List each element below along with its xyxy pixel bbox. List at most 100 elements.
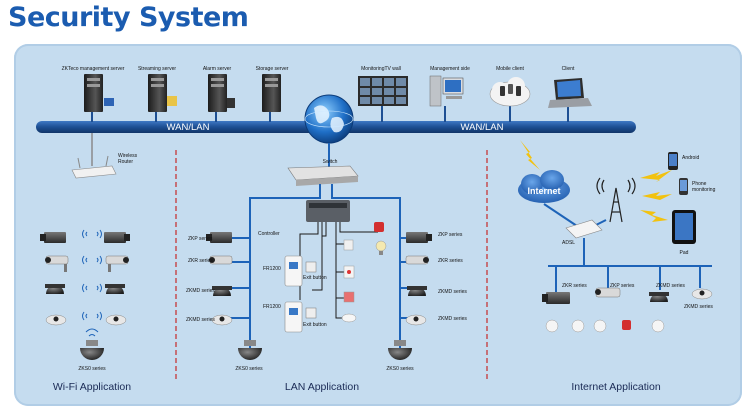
section-title-wifi: Wi-Fi Application [52,381,132,393]
label-alarm-server: Alarm server [202,66,232,72]
server-icon [262,74,281,122]
alarm-sensor-icon [545,319,559,333]
label-lan-dome-right: ZKS0 series [386,366,414,372]
adsl-modem-icon [543,203,607,239]
label-fr1200-b: FR1200 [263,304,281,310]
network-switch-icon [287,165,359,186]
bullet-camera-icon [209,255,233,265]
dome-camera-icon [407,286,427,296]
label-exit-button-b: Exit button [303,322,327,328]
wireless-router-icon [71,155,117,179]
speed-dome-camera-icon [388,340,412,360]
label-lan-left-series: ZKMD series [186,317,215,323]
tablet-pad-icon [672,210,696,244]
label-zkteco-server: ZKTeco management server [61,66,125,72]
alarm-sensor-icon [593,319,607,333]
label-monitoring-wall: MonitoringTV wall [361,66,401,72]
internet-wiring [548,238,712,292]
speed-dome-camera-icon [80,340,104,360]
box-camera-icon [542,292,570,304]
mini-dome-camera-icon [105,314,127,326]
label-lan-left-series: ZKR series [188,258,213,264]
box-camera-icon [206,232,232,243]
dome-camera-icon [45,284,65,294]
panic-button-icon [343,291,355,303]
label-mobile-client: Mobile client [496,66,524,72]
speed-dome-camera-icon [238,340,262,360]
android-phone-icon [668,152,678,170]
backbone-label-left: WAN/LAN [166,122,210,133]
sensor-icon [343,239,354,251]
monitoring-tv-wall-icon [358,76,408,122]
alarm-sensor-icon [651,319,665,333]
siren-icon [374,222,384,232]
lan-wiring [222,184,420,350]
server-icon [148,74,177,122]
dome-camera-icon [212,286,232,296]
label-internet-series: ZKMD series [684,304,713,310]
alarm-sensor-icon [571,319,585,333]
label-lan-right-series: ZKMD series [438,316,467,322]
label-pad: Pad [679,250,689,256]
bullet-camera-icon [45,255,69,272]
label-lan-right-series: ZKR series [438,258,463,264]
label-exit-button-a: Exit button [303,275,327,281]
label-internet-series: ZKP series [610,283,635,289]
label-lan-dome-left: ZKS0 series [235,366,263,372]
label-fr1200-a: FR1200 [263,266,281,272]
label-lan-right-series: ZKMD series [438,289,467,295]
label-wifi-dome: ZKS0 series [78,366,106,372]
globe-icon [304,94,354,144]
exit-button-icon [305,307,317,319]
wifi-signal-icon [82,229,102,337]
alarm-detector-icon [343,265,355,279]
label-internet-series: ZKMD series [656,283,685,289]
label-switch: Switch [322,159,338,165]
internet-cloud-icon [518,170,570,203]
desktop-pc-icon [429,75,464,122]
bullet-camera-icon [405,255,429,265]
label-internet-cloud: Internet [527,186,561,196]
exit-button-icon [305,261,317,273]
label-controller: Controller [258,231,280,237]
bullet-camera-icon [105,255,129,272]
fingerprint-reader-icon [284,255,303,287]
dome-camera-icon [105,284,125,294]
box-camera-icon [40,232,66,243]
label-adsl: ADSL [562,240,576,246]
server-icon [208,74,235,122]
label-client: Client [561,66,575,72]
page-title: Security System [8,2,249,33]
section-title-lan: LAN Application [284,381,360,393]
lightning-bolt-icon [520,140,672,222]
box-camera-icon [104,232,130,243]
section-title-internet: Internet Application [571,381,661,393]
mobile-phone-icon [679,178,688,195]
access-controller-icon [306,200,350,222]
label-phone-monitoring: Phone monitoring [692,181,716,193]
label-management-side: Management side [430,66,470,72]
mini-dome-camera-icon [211,314,233,326]
label-lan-right-series: ZKP series [438,232,463,238]
server-icon [84,74,114,122]
cell-tower-icon [596,177,636,223]
label-lan-left-series: ZKMD series [186,288,215,294]
mini-dome-camera-icon [405,314,427,326]
box-camera-icon [406,232,432,243]
bullet-camera-icon [595,287,621,298]
backbone-label-right: WAN/LAN [460,122,504,133]
mobile-client-cloud-icon [489,77,531,122]
laptop-icon [548,78,592,122]
label-storage-server: Storage server [255,66,289,72]
mini-dome-camera-icon [691,288,713,300]
mini-dome-camera-icon [45,314,67,326]
label-lan-left-series: ZKP series [188,236,213,242]
label-android: Android [682,155,700,161]
dome-camera-icon [649,292,669,302]
alarm-light-icon [375,240,387,255]
label-internet-series: ZKR series [562,283,587,289]
label-wireless-router: Wireless Router [118,153,138,165]
smoke-detector-icon [341,313,357,323]
siren-icon [622,320,631,330]
